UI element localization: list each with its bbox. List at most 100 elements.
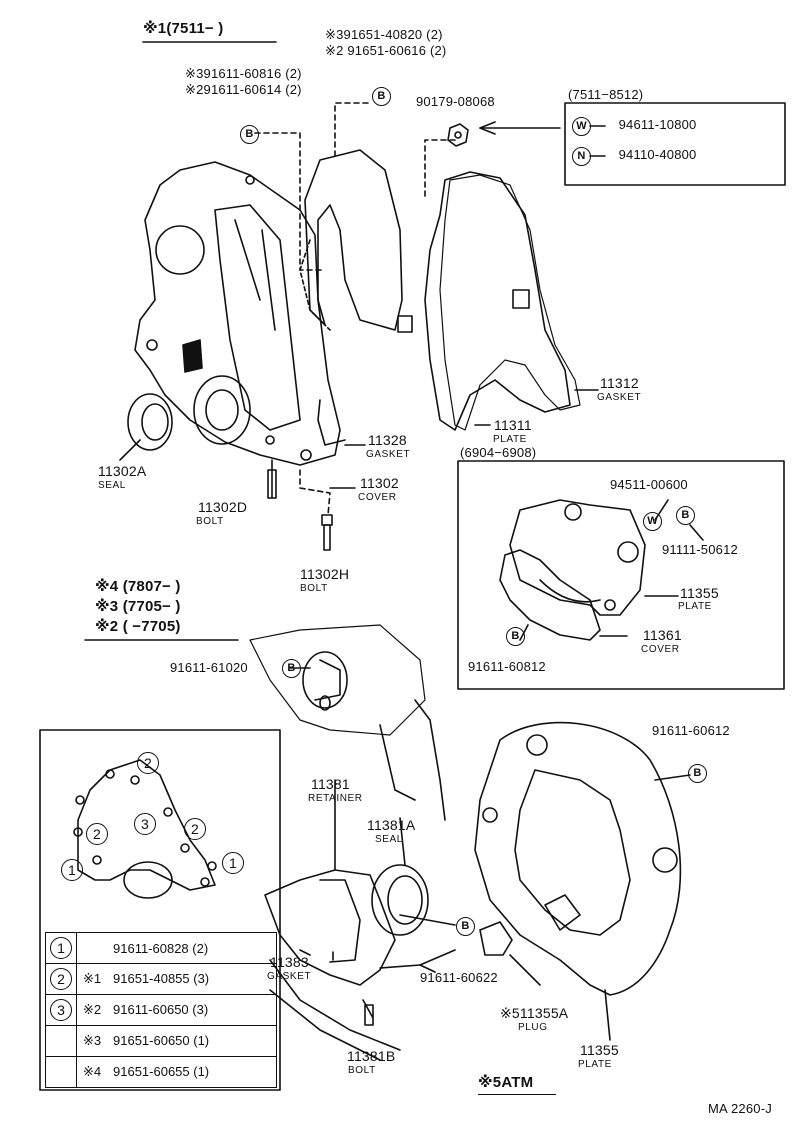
seal-11302a-name: SEAL xyxy=(98,480,126,491)
small-cover-diagram xyxy=(73,759,217,899)
cover-11302-number: 11302 xyxy=(360,475,399,491)
diagram-marker-2-left: 2 xyxy=(86,823,108,845)
note-3: ※3 (7705− ) xyxy=(95,598,181,615)
bolts-11302-drawing xyxy=(267,459,333,551)
plate-11311-number: 11311 xyxy=(494,417,532,433)
legend-part-5: 91651-60655 (1) xyxy=(113,1064,210,1079)
inset-6904-title: (6904−6908) xyxy=(460,445,537,460)
bolt-11381b-name: BOLT xyxy=(348,1065,376,1076)
retainer-11381-number: 11381 xyxy=(311,776,350,792)
top-bolt-line-1: ※391651-40820 (2) xyxy=(325,27,443,42)
note-4: ※4 (7807− ) xyxy=(95,578,181,595)
legend-part-2: 91651-40855 (3) xyxy=(113,971,210,986)
plug-11355a-name: PLUG xyxy=(518,1022,548,1033)
seal-11381a-name: SEAL xyxy=(375,834,403,845)
bolt-11302d-number: 11302D xyxy=(198,499,248,515)
seal-11302a-number: 11302A xyxy=(98,463,147,479)
diagram-marker-2-right: 2 xyxy=(184,818,206,840)
inset-plate-number: 11355 xyxy=(680,585,719,601)
bolt-11302h-name: BOLT xyxy=(300,583,328,594)
bolt-11381b-number: 11381B xyxy=(347,1048,396,1064)
inset-cover-number: 11361 xyxy=(643,627,682,643)
legend-box-border xyxy=(39,729,281,1091)
bolt-61020-callout: B xyxy=(282,659,301,678)
gasket-11328-number: 11328 xyxy=(368,432,407,448)
retainer-11381-drawing xyxy=(264,779,456,1026)
legend-mark-5: ※4 xyxy=(83,1064,102,1079)
model-range-header: ※1(7511− ) xyxy=(143,20,224,37)
legend-row: ※4 91651-60655 (1) xyxy=(45,1056,277,1088)
top-bolt-line-2: ※2 91651-60616 (2) xyxy=(325,43,447,58)
legend-key-1: 1 xyxy=(50,937,72,959)
inset-plate-name: PLATE xyxy=(678,601,712,612)
bolt-11302h-number: 11302H xyxy=(300,566,350,582)
nut-90179-drawing xyxy=(447,123,469,147)
gasket-11312-name: GASKET xyxy=(597,392,642,403)
retainer-11381-name: RETAINER xyxy=(308,793,363,804)
plug-11355a-drawing xyxy=(479,921,541,986)
bolt-61020-part: 91611-61020 xyxy=(170,660,248,675)
nut-part-number: 90179-08068 xyxy=(416,94,495,109)
nut-part: 94110-40800 xyxy=(618,147,697,162)
inset-bolt-b-part: 91611-60812 xyxy=(468,659,546,674)
legend-mark-3: ※2 xyxy=(83,1002,102,1017)
legend-row: 2 ※1 91651-40855 (3) xyxy=(45,963,277,995)
bolt-60612-part: 91611-60612 xyxy=(652,723,730,738)
washer-part: 94611-10800 xyxy=(618,117,697,132)
legend-row: ※3 91651-60650 (1) xyxy=(45,1025,277,1057)
plate-11311-drawing xyxy=(299,171,571,431)
gasket-11312-drawing xyxy=(439,174,581,431)
gasket-11328-name: GASKET xyxy=(366,449,411,460)
gasket-11383-number: 11383 xyxy=(270,954,309,970)
callout-b-left: B xyxy=(240,125,259,144)
legend-part-1: 91611-60828 (2) xyxy=(113,940,209,956)
range-item-nut: N 94110-40800 xyxy=(572,147,697,166)
plate-11355-name: PLATE xyxy=(578,1059,612,1070)
atm-underline xyxy=(478,1094,556,1095)
plate-11355-number: 11355 xyxy=(580,1042,619,1058)
range-box-title: (7511−8512) xyxy=(568,87,644,102)
inset-washer-part: 94511-00600 xyxy=(610,477,688,492)
inset-callout-b-bottom: B xyxy=(506,627,525,646)
timing-cover-drawing xyxy=(134,161,341,466)
diagram-marker-1-right: 1 xyxy=(222,852,244,874)
left-bolt-line-1: ※391611-60816 (2) xyxy=(185,66,302,81)
inset-cover-name: COVER xyxy=(641,644,680,655)
bolt-60612-callout: B xyxy=(688,764,707,783)
washer-symbol-icon: W xyxy=(572,117,591,136)
gasket-11383-name: GASKET xyxy=(267,971,312,982)
inset-washer-symbol: W xyxy=(643,512,662,531)
inset-6904-border xyxy=(457,460,785,690)
legend-row: 1 91611-60828 (2) xyxy=(45,932,277,964)
inset-bolt-part: 91111-50612 xyxy=(662,542,738,557)
callout-b-top: B xyxy=(372,87,391,106)
seal-11381a-number: 11381A xyxy=(367,817,416,833)
plate-11355-drawing xyxy=(474,721,691,996)
diagram-marker-2-top: 2 xyxy=(137,752,159,774)
engine-block-drawing xyxy=(249,624,446,1061)
plug-11355a-number: ※511355A xyxy=(500,1005,569,1021)
legend-mark-4: ※3 xyxy=(83,1033,102,1048)
cover-11302-name: COVER xyxy=(358,492,397,503)
diagram-marker-1-left: 1 xyxy=(61,859,83,881)
note-2: ※2 ( −7705) xyxy=(95,618,181,635)
bolt-11302d-name: BOLT xyxy=(196,516,224,527)
gasket-11328-drawing xyxy=(304,149,403,446)
gasket-11312-number: 11312 xyxy=(600,375,639,391)
plate-11311-name: PLATE xyxy=(493,434,527,445)
legend-mark-2: ※1 xyxy=(83,971,102,986)
bolt-legend-table: 1 91611-60828 (2) 2 ※1 91651-40855 (3) 3 … xyxy=(45,932,277,1088)
legend-part-4: 91651-60650 (1) xyxy=(113,1033,210,1048)
diagram-code: MA 2260-J xyxy=(708,1101,772,1116)
atm-note: ※5ATM xyxy=(478,1074,534,1091)
left-bolt-line-2: ※291611-60614 (2) xyxy=(185,82,302,97)
range-box-border xyxy=(564,102,786,186)
legend-key-3: 3 xyxy=(50,999,72,1021)
inset-6904-parts xyxy=(499,499,704,641)
nut-symbol-icon: N xyxy=(572,147,591,166)
legend-key-2: 2 xyxy=(50,968,72,990)
upper-leaders xyxy=(254,102,456,271)
bolt-60622-callout: B xyxy=(456,917,475,936)
